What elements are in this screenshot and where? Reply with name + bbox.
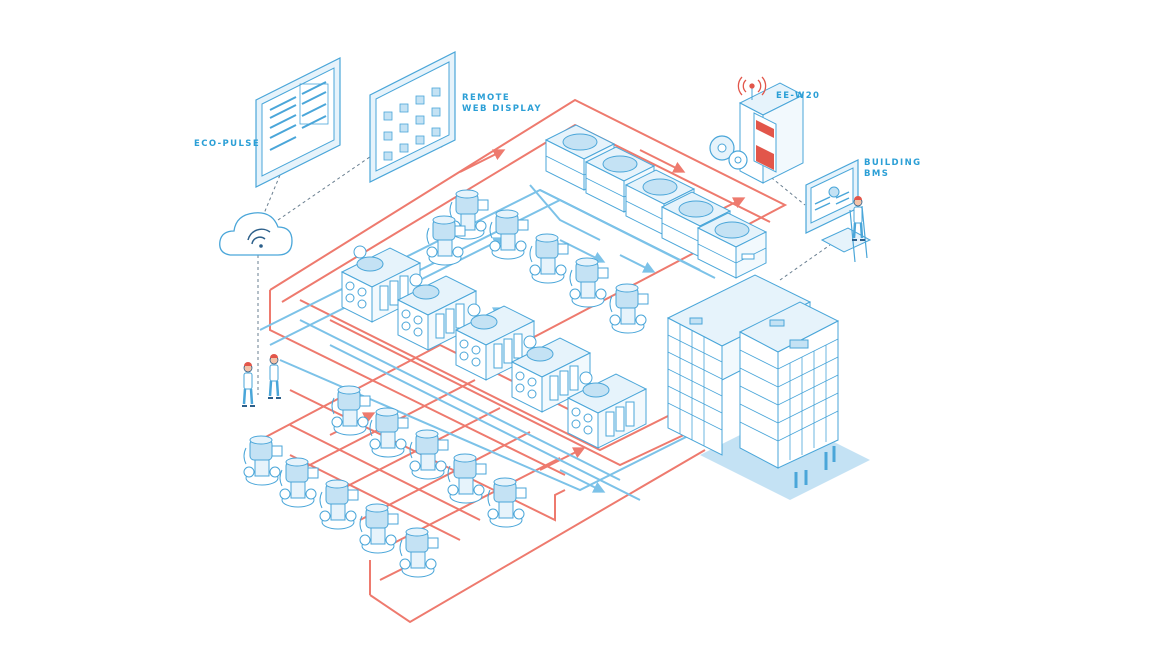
ee-w20-label: EE-W20 <box>776 91 821 101</box>
remote-web-display-label: REMOTE WEB DISPLAY <box>462 93 542 114</box>
pump <box>447 453 487 504</box>
cloud-wifi-icon <box>219 212 293 256</box>
building-bms-label: BUILDING BMS <box>864 158 922 179</box>
pump <box>359 503 399 554</box>
gear-icon <box>709 135 748 170</box>
pump <box>243 435 283 486</box>
pump <box>331 385 371 436</box>
wireless-signal-icon <box>737 76 767 96</box>
pump <box>319 479 359 530</box>
data-links <box>257 149 831 395</box>
pump <box>399 527 439 578</box>
pump <box>569 257 609 308</box>
pump <box>609 283 649 334</box>
eco-pulse-screen <box>255 57 341 188</box>
cooling-tower <box>697 212 767 279</box>
technician <box>240 360 257 408</box>
pump-group-left <box>243 385 527 578</box>
technician <box>266 352 283 400</box>
building-bms-screen <box>805 159 872 263</box>
office-building <box>666 274 870 500</box>
eco-pulse-label: ECO-PULSE <box>194 139 261 149</box>
ee-w20-controller <box>738 82 805 184</box>
pump <box>489 209 529 260</box>
pie-chart-icon <box>828 186 840 198</box>
remote-web-display-screen <box>369 51 456 183</box>
